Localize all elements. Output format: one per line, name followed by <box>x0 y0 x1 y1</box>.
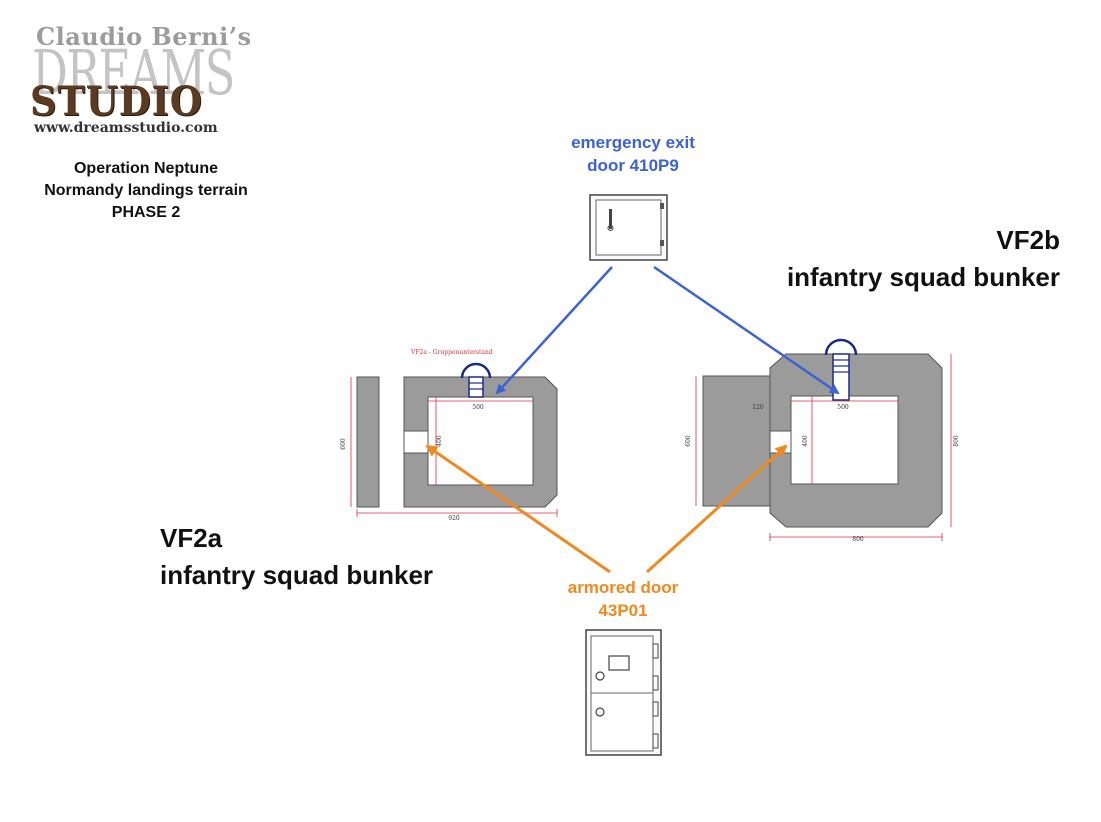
armored-door-drawing <box>585 629 662 756</box>
arrow-exit-to-vf2a <box>495 266 613 395</box>
vf2a-plan-title: VF2a - Gruppenunterstand <box>410 349 493 356</box>
vf2b-label: VF2b infantry squad bunker <box>742 222 1060 296</box>
operation-name: Operation Neptune <box>73 160 218 177</box>
vf2a-code: VF2a <box>160 523 223 553</box>
vf2b-dim-inner-height: 400 <box>802 435 809 447</box>
vf2b-dim-right-height: 800 <box>953 435 960 447</box>
vf2b-name: infantry squad bunker <box>786 262 1060 292</box>
emergency-exit-line1: emergency exit <box>571 133 695 152</box>
logo-brand-studio: STUDIO <box>30 78 203 125</box>
vf2a-bunker-plan <box>350 362 558 517</box>
vf2b-bunker-plan <box>695 338 952 541</box>
vf2a-dim-inner-width: 500 <box>472 404 484 411</box>
vf2b-dim-outer-height: 600 <box>685 435 692 447</box>
emergency-exit-line2: door 410P9 <box>587 156 679 175</box>
emergency-exit-label: emergency exit door 410P9 <box>548 131 718 177</box>
vf2b-dim-inner-width: 500 <box>837 404 849 411</box>
armored-door-label: armored door 43P01 <box>543 576 703 622</box>
arrow-exit-to-vf2b <box>653 265 840 395</box>
dreams-studio-logo: DREAMS Claudio Berni’s STUDIO www.dreams… <box>30 20 260 140</box>
vf2b-dim-total-width: 800 <box>852 536 864 543</box>
operation-title: Operation Neptune Normandy landings terr… <box>10 158 282 224</box>
armored-door-line2: 43P01 <box>598 601 648 620</box>
operation-phase: PHASE 2 <box>111 204 181 221</box>
vf2a-dim-total-width: 920 <box>448 515 460 522</box>
vf2a-dim-inner-height: 400 <box>436 435 443 447</box>
vf2a-dim-outer-height: 600 <box>340 438 347 450</box>
vf2a-label: VF2a infantry squad bunker <box>160 520 490 594</box>
logo-author: Claudio Berni’s <box>36 22 252 51</box>
emergency-exit-door-drawing <box>589 194 668 261</box>
vf2a-name: infantry squad bunker <box>160 560 434 590</box>
logo-url: www.dreamsstudio.com <box>34 120 218 136</box>
operation-terrain: Normandy landings terrain <box>44 182 248 199</box>
vf2b-code: VF2b <box>996 225 1060 255</box>
arrow-armored-to-vf2a <box>425 444 611 574</box>
vf2b-dim-offset: 120 <box>752 404 764 411</box>
armored-door-line1: armored door <box>567 578 679 597</box>
logo-brand-dreams: DREAMS <box>32 36 235 109</box>
arrow-armored-to-vf2b <box>645 444 788 574</box>
